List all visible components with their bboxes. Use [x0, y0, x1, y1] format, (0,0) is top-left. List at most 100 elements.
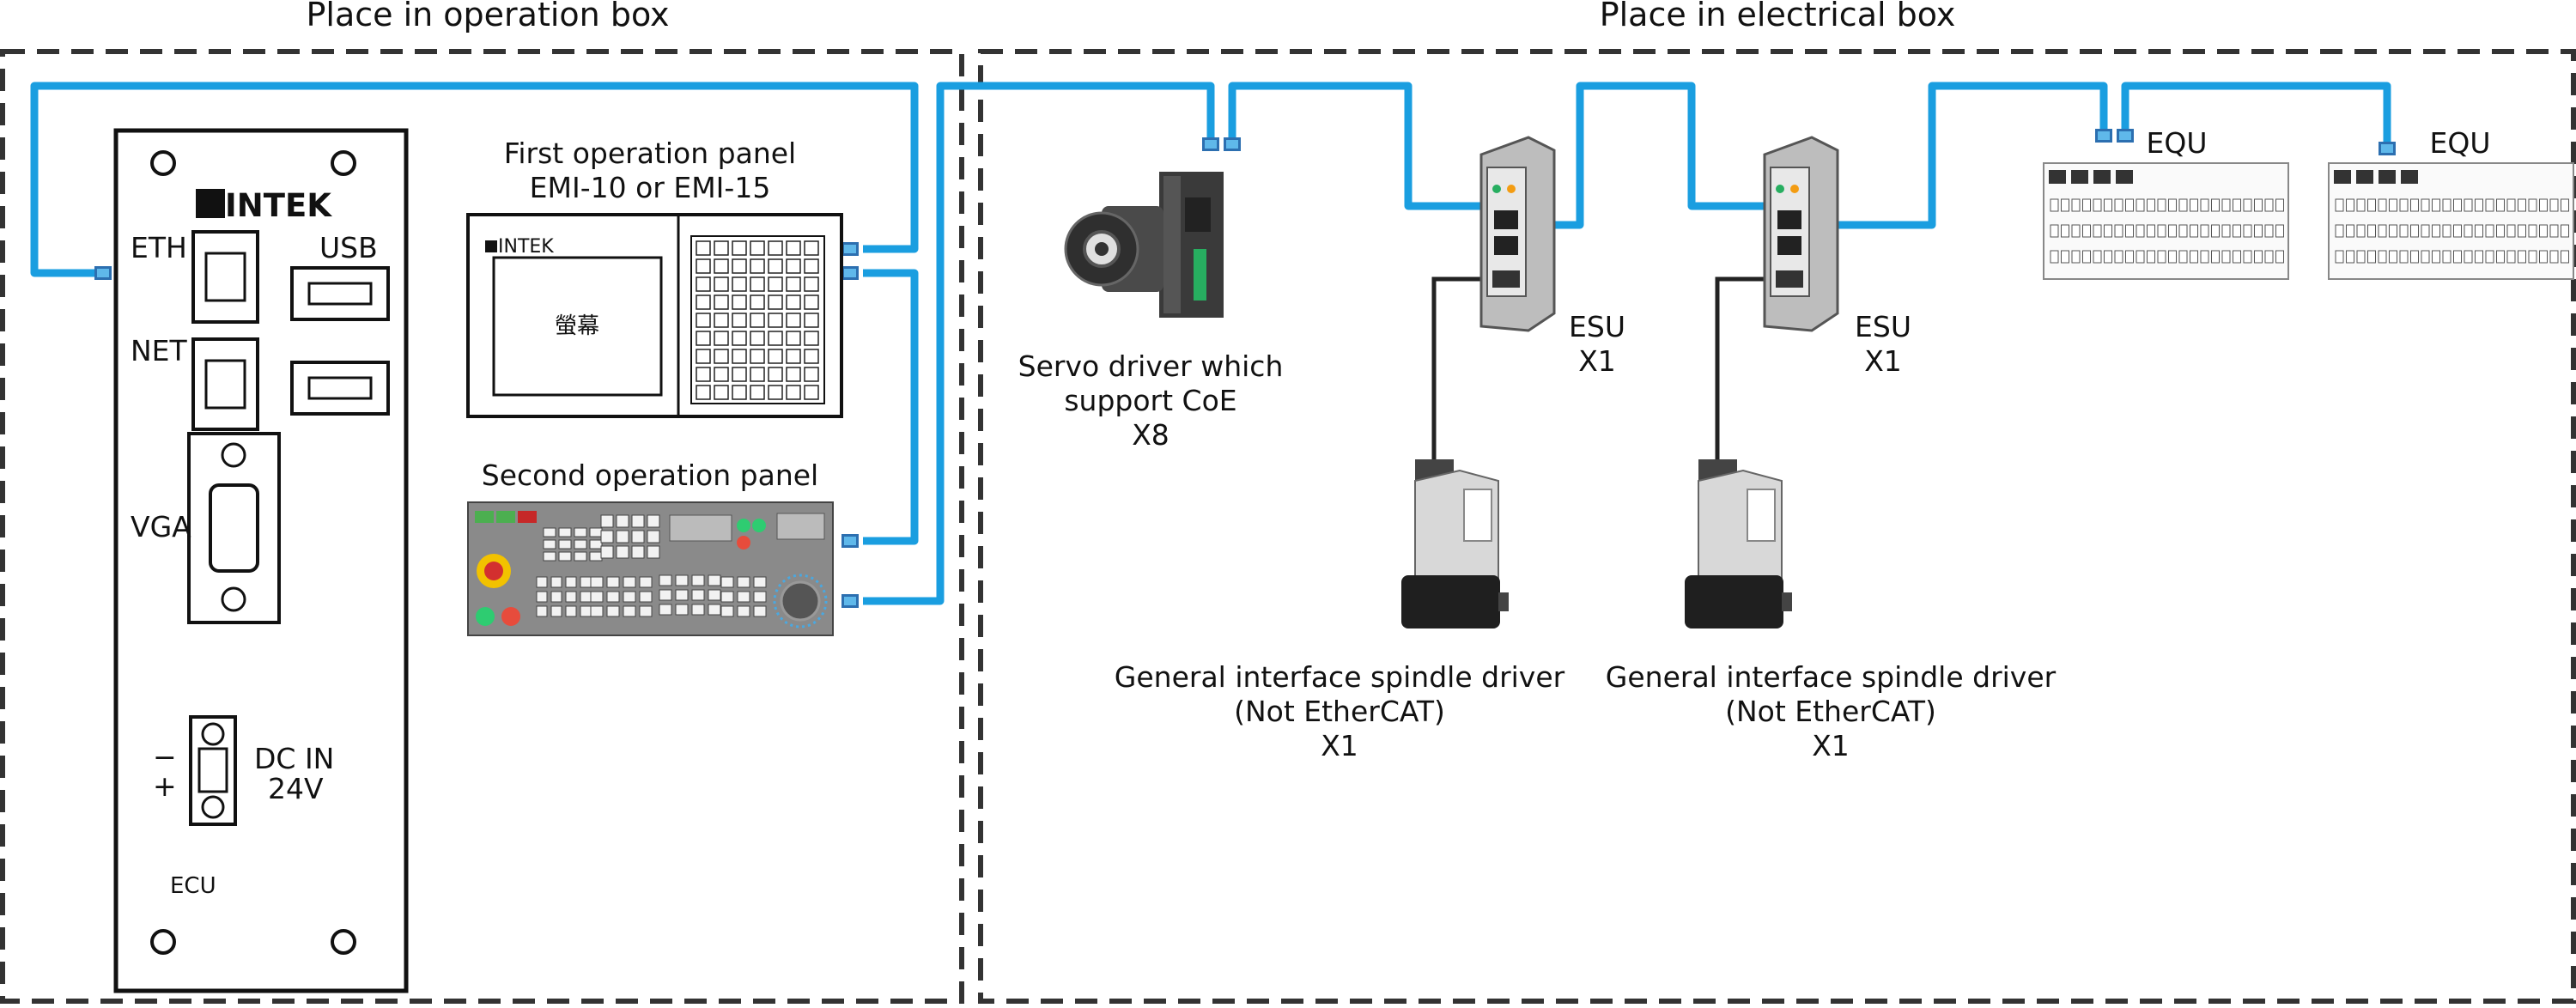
- keypad-key: [750, 240, 765, 256]
- keypad-key: [750, 295, 765, 310]
- terminal-block: [2549, 198, 2559, 212]
- keypad-key: [786, 240, 801, 256]
- electrical-box-zone: [978, 49, 2576, 1004]
- terminal-block: [2071, 198, 2081, 212]
- keypad-key: [768, 240, 783, 256]
- terminal-block: [2335, 198, 2344, 212]
- terminal-block: [2485, 224, 2494, 238]
- panel-key: [631, 545, 645, 559]
- terminal-block: [2114, 224, 2123, 238]
- screw-icon: [331, 150, 356, 176]
- panel-key: [708, 604, 721, 616]
- operation-box-zone: [0, 49, 964, 1004]
- panel-key: [737, 576, 750, 588]
- terminal-block: [2125, 224, 2134, 238]
- power-minus-label: −: [153, 740, 177, 774]
- panel-key: [574, 539, 587, 550]
- keypad-key: [804, 367, 819, 382]
- terminal-block: [2410, 198, 2419, 212]
- spindle1-count: X1: [1321, 729, 1358, 762]
- keypad-key: [732, 276, 747, 292]
- panel-key: [720, 576, 734, 588]
- equ-port: [2071, 170, 2088, 184]
- keypad-key: [768, 367, 783, 382]
- panel-key: [639, 576, 653, 588]
- keypad-key: [714, 295, 729, 310]
- keypad-key: [696, 313, 711, 328]
- keypad-key: [768, 349, 783, 364]
- panel1-brand: INTEK: [498, 236, 554, 258]
- keypad-key: [786, 331, 801, 346]
- keypad-key: [804, 295, 819, 310]
- terminal-block: [2518, 224, 2526, 238]
- terminal-block: [2168, 224, 2177, 238]
- terminal-block: [2561, 198, 2569, 212]
- panel-key: [720, 591, 734, 603]
- terminal-block: [2561, 224, 2569, 238]
- terminal-block: [2243, 250, 2252, 264]
- screw-icon: [331, 929, 356, 955]
- equ-port: [2401, 170, 2418, 184]
- panel-key: [580, 605, 592, 617]
- keypad-key: [804, 385, 819, 400]
- panel-key: [647, 514, 660, 528]
- panel-key: [574, 527, 587, 537]
- panel-key: [753, 591, 767, 603]
- panel-key: [659, 574, 672, 586]
- terminal-block: [2378, 250, 2387, 264]
- panel-key: [631, 530, 645, 543]
- panel-key: [550, 591, 562, 603]
- panel-key: [590, 591, 604, 603]
- terminal-block: [2506, 250, 2516, 264]
- keypad-key: [786, 313, 801, 328]
- panel-key: [600, 545, 614, 559]
- panel-key: [536, 605, 548, 617]
- keypad-key: [750, 258, 765, 274]
- power-label-line1: DC IN: [254, 742, 334, 775]
- terminal-block: [2082, 198, 2091, 212]
- panel-key: [737, 591, 750, 603]
- terminal-block: [2178, 250, 2188, 264]
- keypad-key: [696, 240, 711, 256]
- terminal-block: [2528, 224, 2537, 238]
- terminal-block: [2221, 224, 2231, 238]
- terminal-block: [2464, 198, 2473, 212]
- keypad-key: [714, 385, 729, 400]
- terminal-block: [2147, 250, 2155, 264]
- terminal-block: [2506, 198, 2516, 212]
- panel-key: [590, 605, 604, 617]
- terminal-block: [2157, 198, 2166, 212]
- terminal-block: [2125, 250, 2134, 264]
- spindle-cables: [1431, 276, 1776, 459]
- equ1-name: EQU: [2147, 126, 2208, 160]
- keypad-key: [696, 349, 711, 364]
- panel-key: [659, 589, 672, 601]
- terminal-block: [2178, 224, 2188, 238]
- terminal-block: [2125, 198, 2134, 212]
- terminal-block: [2114, 250, 2123, 264]
- net-port-label: NET: [131, 334, 188, 367]
- terminal-block: [2549, 250, 2559, 264]
- terminal-block: [2389, 198, 2397, 212]
- keypad-key: [786, 276, 801, 292]
- terminal-block: [2367, 224, 2376, 238]
- terminal-block: [2082, 250, 2091, 264]
- keypad-key: [750, 331, 765, 346]
- intek-logo-icon: [196, 189, 225, 218]
- panel-key: [623, 576, 636, 588]
- esu2-count: X1: [1864, 344, 1902, 378]
- keypad-key: [768, 385, 783, 400]
- terminal-block: [2211, 198, 2220, 212]
- terminal-block: [2093, 224, 2102, 238]
- equ-port: [2334, 170, 2351, 184]
- usb-port-label: USB: [319, 231, 378, 264]
- terminal-block: [2389, 224, 2397, 238]
- panel-key: [558, 539, 572, 550]
- keypad-key: [714, 313, 729, 328]
- panel-key: [720, 605, 734, 617]
- panel-key: [631, 514, 645, 528]
- keypad-key: [750, 367, 765, 382]
- terminal-block: [2335, 224, 2344, 238]
- terminal-block: [2539, 224, 2548, 238]
- terminal-block: [2442, 250, 2451, 264]
